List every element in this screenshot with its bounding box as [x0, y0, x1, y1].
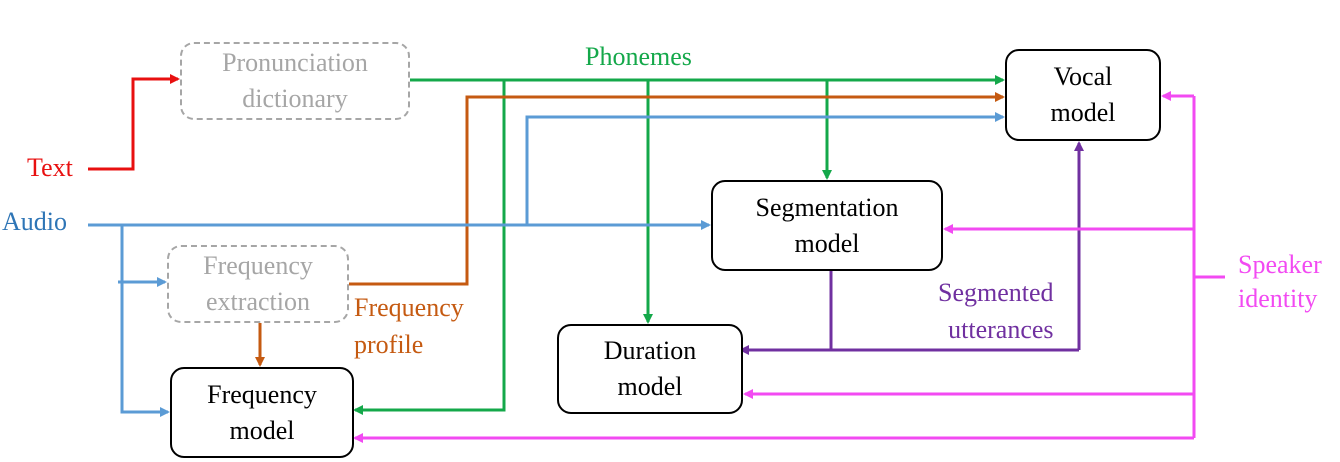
node-label-line-1: Duration: [603, 336, 697, 365]
freq-profile-to-vocal-edge: [349, 92, 1005, 286]
vocal-model-node: Vocal model: [1005, 49, 1161, 141]
audio-input-label: Audio: [2, 207, 67, 236]
node-label-line-2: model: [1050, 98, 1116, 127]
text-to-pronunciation-edge: [88, 74, 180, 171]
segmented-utterances-label: Segmented utterances: [938, 274, 1054, 348]
frequency-model-node: Frequency model: [170, 367, 354, 458]
node-label-line-1: Frequency: [203, 251, 313, 280]
node-label-line-2: model: [229, 415, 295, 445]
node-label-line-1: Vocal: [1053, 62, 1113, 91]
frequency-profile-label: Frequency profile: [354, 289, 464, 363]
node-label-line-2: extraction: [206, 287, 310, 316]
speaker-identity-label: Speaker identity: [1238, 248, 1322, 316]
node-label-line-1: Frequency: [207, 379, 317, 409]
pronunciation-dictionary-node: Pronunciation dictionary: [180, 42, 410, 120]
text-input-label: Text: [27, 153, 73, 182]
phonemes-to-frequency-model-edge: [353, 80, 506, 415]
speaker-trunk: [1192, 96, 1225, 438]
node-label-line-2: model: [617, 372, 683, 401]
audio-to-frequency-model-edge: [120, 225, 170, 417]
speaker-identity-line-1: Speaker: [1238, 250, 1322, 279]
duration-model-node: Duration model: [557, 324, 743, 414]
node-label-line-2: model: [794, 228, 860, 258]
segmented-utterances-line-1: Segmented: [938, 278, 1054, 307]
frequency-profile-line-2: profile: [354, 330, 424, 359]
node-label-line-2: dictionary: [242, 84, 348, 113]
node-label-line-1: Segmentation: [755, 192, 899, 222]
speaker-identity-line-2: identity: [1238, 284, 1318, 313]
phonemes-label: Phonemes: [585, 42, 692, 71]
segmented-utterances-line-2: utterances: [948, 315, 1054, 344]
segmentation-model-node: Segmentation model: [711, 180, 943, 271]
frequency-profile-line-1: Frequency: [354, 293, 464, 322]
audio-to-vocal-edge: [525, 112, 1005, 225]
frequency-extraction-node: Frequency extraction: [167, 245, 349, 323]
node-label-line-1: Pronunciation: [222, 48, 368, 77]
